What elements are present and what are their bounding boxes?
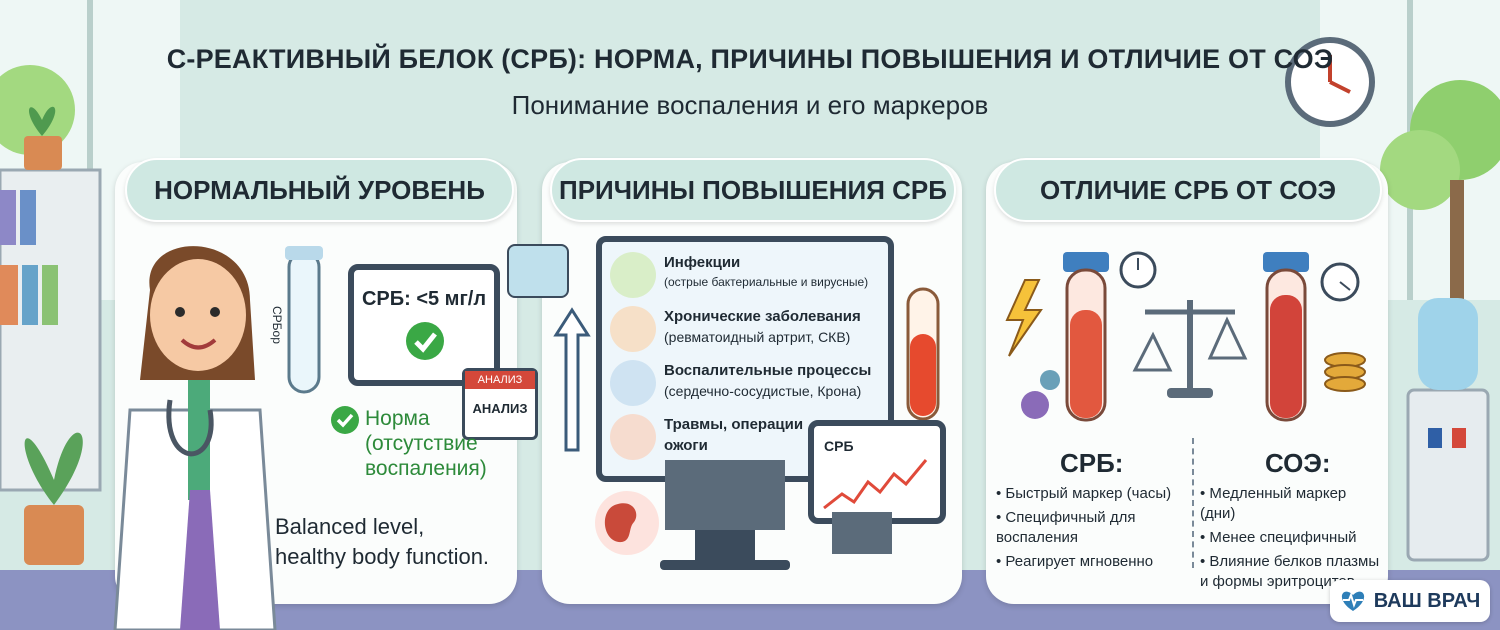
crp-list: Быстрый маркер (часы) Специфичный для во… bbox=[996, 484, 1188, 572]
panel-normal-heading: НОРМАЛЬНЫЙ УРОВЕНЬ bbox=[125, 158, 514, 222]
cause-2-title: Хронические заболевания bbox=[664, 308, 861, 325]
comparison-divider bbox=[1192, 438, 1194, 568]
cause-4-sub: ожоги bbox=[664, 437, 708, 454]
cause-4-title: Травмы, операции bbox=[664, 416, 804, 433]
cause-2-sub: (ревматоидный артрит, СКВ) bbox=[664, 329, 851, 345]
check-icon bbox=[406, 322, 444, 360]
test-tube-icon bbox=[285, 246, 323, 394]
norm-line-1: Норма bbox=[365, 407, 430, 430]
norm-text: Норма (отсутствие воспаления) bbox=[365, 406, 487, 481]
calendar-header: АНАЛИЗ bbox=[465, 371, 535, 389]
esr-item-3: Влияние белков плазмы и формы эритроцито… bbox=[1200, 552, 1385, 592]
heart-pulse-icon bbox=[1341, 591, 1364, 611]
chart-label: СРБ bbox=[824, 438, 854, 454]
norm-line-3: воспаления) bbox=[365, 457, 487, 480]
cause-1-title: Инфекции bbox=[664, 254, 741, 271]
caption-line-1: Balanced level, bbox=[275, 514, 425, 539]
cause-3-sub: (сердечно-сосудистые, Крона) bbox=[664, 383, 862, 399]
trend-line bbox=[823, 459, 928, 510]
doctor-illustration bbox=[113, 246, 277, 630]
esr-list: Медленный маркер (дни) Менее специфичный… bbox=[1200, 484, 1385, 592]
panel1-caption: Balanced level, healthy body function. bbox=[275, 512, 489, 572]
monitor-stand bbox=[832, 512, 892, 554]
crp-trend-chart: СРБ bbox=[808, 420, 946, 524]
panel-causes-heading: ПРИЧИНЫ ПОВЫШЕНИЯ СРБ bbox=[550, 158, 956, 222]
lightning-icon bbox=[1005, 279, 1043, 357]
norm-check-icon bbox=[331, 406, 359, 434]
calendar-body: АНАЛИЗ bbox=[472, 401, 528, 416]
kidney-icon bbox=[595, 491, 659, 555]
cause-3-title: Воспалительные процессы bbox=[664, 362, 872, 379]
up-arrow-icon bbox=[553, 307, 591, 452]
tube-label: СРБор bbox=[270, 306, 284, 344]
crp-title: СРБ: bbox=[1060, 448, 1124, 478]
caption-line-2: healthy body function. bbox=[275, 544, 490, 569]
brand-label: ВАШ ВРАЧ bbox=[1373, 589, 1481, 612]
crp-item-3: Реагирует мгновенно bbox=[996, 552, 1188, 572]
comparison-illustration bbox=[1005, 251, 1366, 422]
virus-icon bbox=[610, 252, 656, 298]
heart-icon bbox=[610, 360, 656, 406]
thermometer-icon bbox=[610, 414, 656, 460]
panel-comparison-heading: ОТЛИЧИЕ СРБ ОТ СОЭ bbox=[994, 158, 1382, 222]
crp-item-2: Специфичный для воспаления bbox=[996, 508, 1188, 548]
joint-icon bbox=[610, 306, 656, 352]
norm-line-2: (отсутствие bbox=[365, 432, 478, 455]
kidney-badge-icon bbox=[507, 244, 569, 298]
esr-item-2: Менее специфичный bbox=[1200, 528, 1385, 548]
computer-base bbox=[660, 460, 790, 570]
crp-value: СРБ: <5 мг/л bbox=[361, 288, 487, 310]
esr-item-1: Медленный маркер (дни) bbox=[1200, 484, 1385, 524]
level-screen: СРБ: <5 мг/л bbox=[348, 264, 500, 386]
page-title: С-РЕАКТИВНЫЙ БЕЛОК (СРБ): НОРМА, ПРИЧИНЫ… bbox=[166, 44, 1334, 74]
esr-title: СОЭ: bbox=[1265, 448, 1331, 478]
brand-badge: ВАШ ВРАЧ bbox=[1330, 580, 1490, 622]
cause-1-sub: (острые бактериальные и вирусные) bbox=[664, 275, 869, 289]
blood-tube-icon bbox=[906, 287, 940, 421]
calendar-icon: АНАЛИЗ АНАЛИЗ bbox=[462, 368, 538, 440]
page-subtitle: Понимание воспаления и его маркеров bbox=[511, 90, 989, 120]
crp-item-1: Быстрый маркер (часы) bbox=[996, 484, 1188, 504]
